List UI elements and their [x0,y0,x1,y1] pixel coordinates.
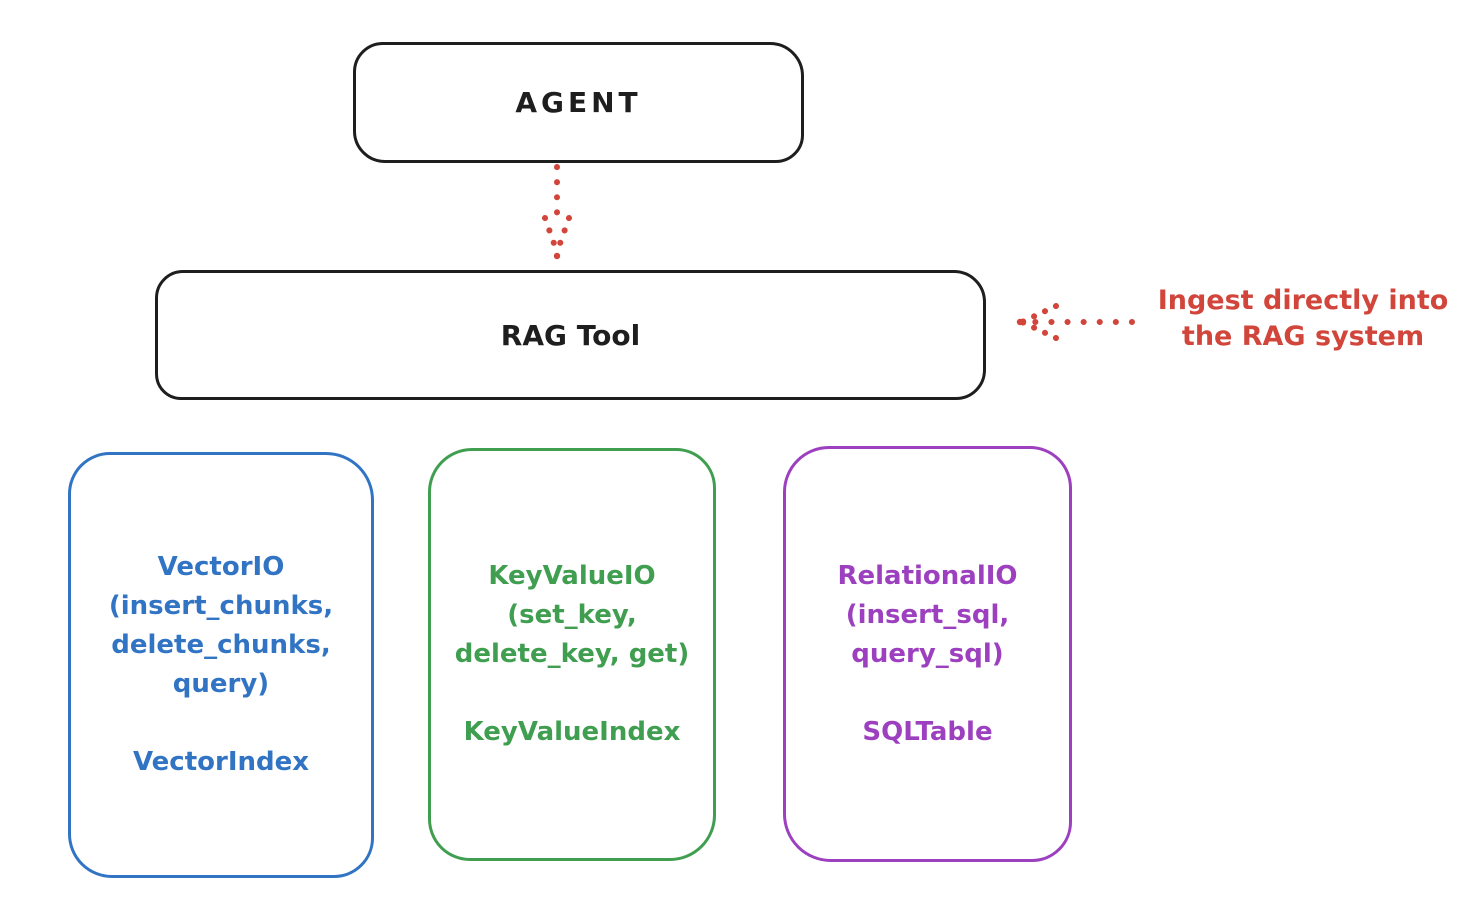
backend-method-line: query) [172,669,270,699]
agent-to-ragtool-arrow [542,164,572,260]
backend-method-line: query_sql) [851,638,1004,669]
keyvalueio-backend-box: KeyValueIO (set_key, delete_key, get) Ke… [428,448,716,861]
vectorio-backend-text: VectorIO (insert_chunks, delete_chunks, … [109,548,333,782]
backend-index-label: KeyValueIndex [463,717,681,747]
keyvalueio-backend-text: KeyValueIO (set_key, delete_key, get) Ke… [455,557,690,752]
backend-method-line: delete_chunks, [111,630,331,660]
backend-title: KeyValueIO [488,561,656,591]
backend-index-label: VectorIndex [132,747,310,777]
ingest-annotation: Ingest directly into the RAG system [1130,283,1476,355]
backend-title: RelationalIO [837,560,1018,591]
ingest-arrow [1016,303,1135,341]
agent-node-label: AGENT [515,86,642,119]
backend-method-line: (insert_chunks, [108,591,334,621]
agent-node: AGENT [353,42,804,163]
ingest-annotation-line2: the RAG system [1181,321,1425,352]
backend-title: VectorIO [157,552,285,582]
backend-method-line: delete_key, get) [454,639,690,669]
relationalio-backend-text: RelationalIO (insert_sql, query_sql) SQL… [837,557,1017,752]
backend-method-line: (set_key, [507,600,637,630]
rag-tool-node: RAG Tool [155,270,986,400]
backend-index-label: SQLTable [862,716,993,747]
rag-tool-node-label: RAG Tool [500,318,641,352]
vectorio-backend-box: VectorIO (insert_chunks, delete_chunks, … [68,452,374,878]
relationalio-backend-box: RelationalIO (insert_sql, query_sql) SQL… [783,446,1072,862]
backend-method-line: (insert_sql, [845,599,1010,630]
ingest-annotation-line1: Ingest directly into [1157,285,1449,316]
